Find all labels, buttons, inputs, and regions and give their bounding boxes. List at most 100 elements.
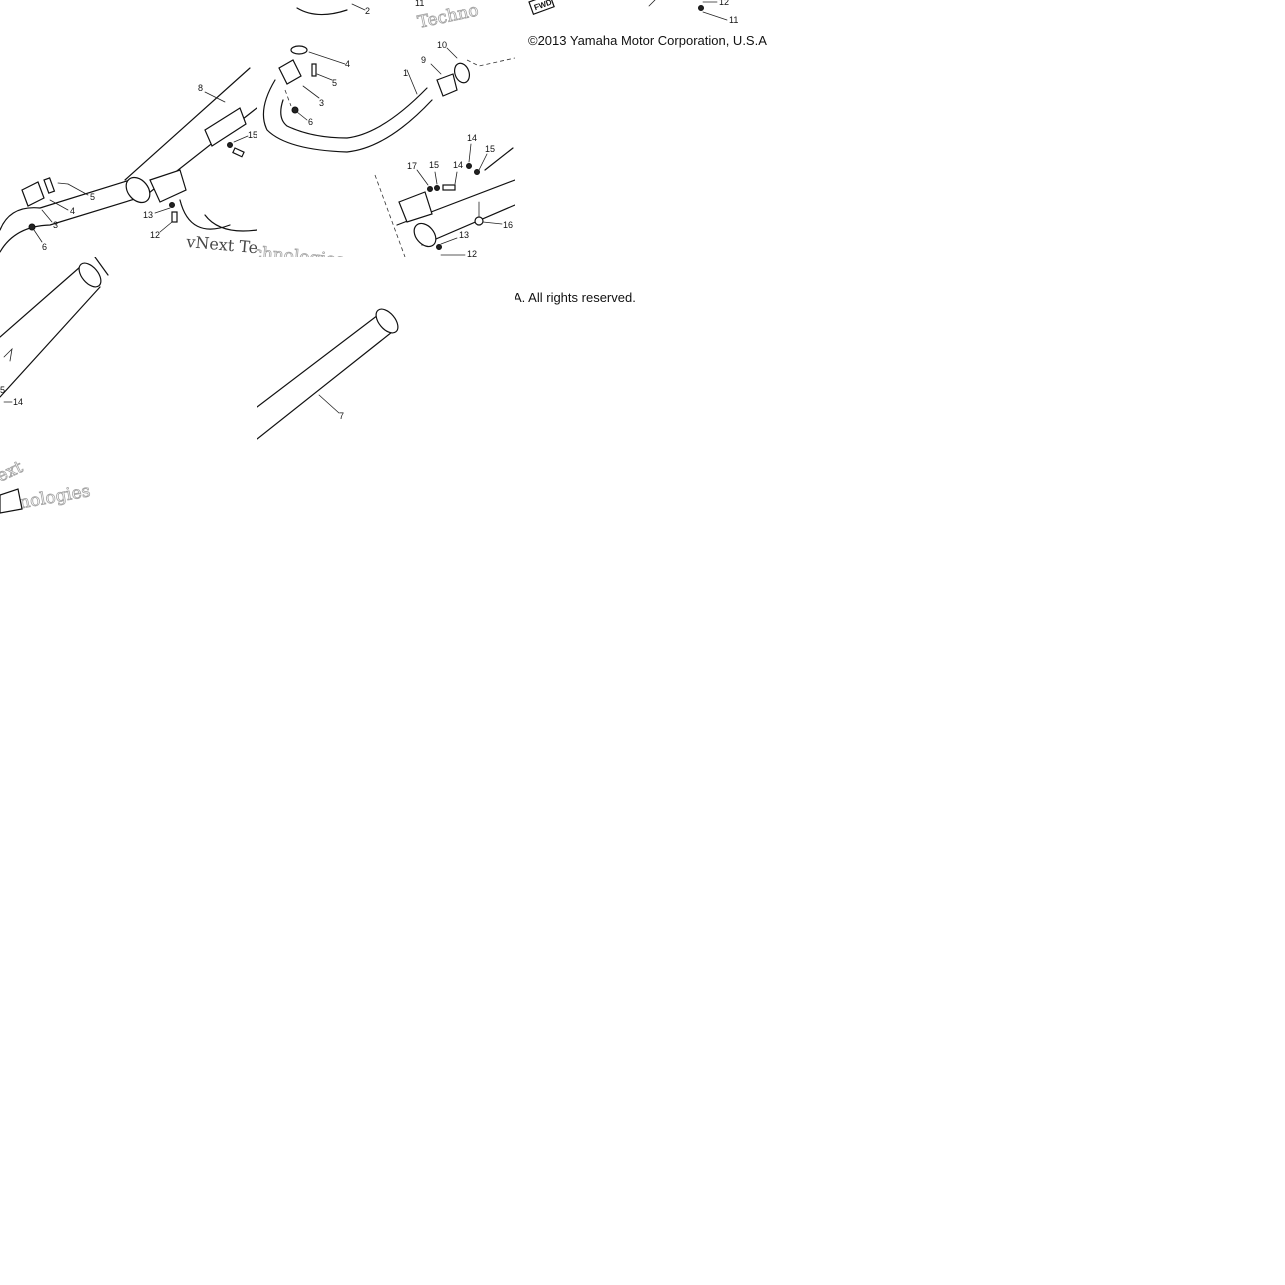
pipe-edge-top [296,7,348,16]
stud-5-left [57,182,69,185]
bolt-14b [442,184,456,191]
leader-12-left [159,221,173,233]
leader-15 [233,135,249,143]
leader-3-center [302,85,320,99]
tail-edge-right [94,257,109,276]
bolt-12-left [171,211,178,223]
callout-5-lower: 5 [0,385,5,395]
muffler-bracket [204,107,247,147]
callout-2: 2 [365,6,370,16]
leader-9 [430,63,442,75]
leader-10 [446,47,458,59]
callout-13-left: 13 [143,210,153,220]
muffler-bracket-center [398,191,433,223]
callout-12-top-right: 12 [719,0,729,7]
callout-15b: 15 [429,160,439,170]
callout-14b: 14 [453,160,463,170]
callout-4-left: 4 [70,206,75,216]
flange-3-center [278,59,302,85]
tail-muffler-bottom [0,286,101,398]
gasket-10 [453,62,471,84]
lower-curve-b [204,214,257,232]
tile-lower-center: 7 [257,257,515,515]
callout-14-lower: 14 [13,397,23,407]
leader-15b [434,171,438,185]
callout-11-top: 11 [415,0,424,8]
clamp-lower-left [0,488,23,514]
leader-4-left [49,199,69,211]
nut-6-left [28,223,36,231]
leader-8 [204,91,226,103]
leader-6-left [33,229,43,243]
callout-12-left: 12 [150,230,160,240]
muffler-inlet [413,222,437,248]
tile-top-strip: 2 11 Techno FWD 12 11 [257,0,772,30]
cap-4-center [290,45,308,55]
leader-7 [318,394,340,414]
lower-center-drawing: 7 [257,308,399,440]
panel-border-left [374,174,406,257]
leader-14b [454,171,458,185]
panel-border-top [466,57,515,67]
callout-5-center: 5 [332,78,337,88]
exhaust-pipe-left-lower [0,179,131,231]
pipe-joint [125,176,151,204]
lower-curve-a [179,199,231,230]
header-pipe-outer [262,79,433,153]
joint-bracket [149,169,187,203]
clamp-9 [436,73,458,97]
tile-lower-left: 5 14 ext chnologies [0,257,257,515]
nut-6-center [291,106,299,114]
muffler-7-bottom [257,331,393,440]
watermark-ext-lower: ext [0,457,26,486]
callout-16: 16 [503,220,513,230]
bolt-15 [232,147,245,158]
center-assembly-drawing: 4 5 3 6 10 9 1 [257,40,515,257]
callout-15a: 15 [485,144,495,154]
lower-left-drawing: 5 14 ext chnologies [0,257,109,515]
nut-top-right [698,5,704,11]
callout-8: 8 [198,83,203,93]
callout-13-center: 13 [459,230,469,240]
watermark-techno: Techno [416,0,481,30]
leader-6-center [296,111,308,121]
callout-14a: 14 [467,133,477,143]
washer-15a [474,169,480,175]
tile-left-assembly: 8 15 5 4 3 6 13 12 [0,30,257,257]
washer-15b [434,185,440,191]
callout-5-left: 5 [90,192,95,202]
leader-1 [406,69,418,95]
grommet-16 [474,216,484,226]
washer-15 [227,142,233,148]
leader-5-center [316,73,333,81]
muffler-7-top [257,311,383,408]
copyright-line-top: ©2013 Yamaha Motor Corporation, U.S.A [528,33,767,48]
tail-muffler-top [0,266,81,338]
leader-5-left [67,183,89,196]
callout-10: 10 [437,40,447,50]
callout-12-center: 12 [467,249,477,257]
callout-4-center: 4 [345,59,350,69]
leader-13-left [154,207,171,214]
leader-3-left [41,209,53,223]
leader-11-top [702,11,728,21]
header-pipe-inner [280,87,428,139]
leader-2 [351,3,366,11]
washer-14a [466,163,472,169]
watermark-technologies-center: chnologies [257,243,345,257]
tail-mark [3,347,13,362]
washer-13-center [436,244,442,250]
muffler-7-cap [375,308,399,334]
bracket-strap [484,147,514,171]
callout-1: 1 [403,68,408,78]
callout-6-center: 6 [308,117,313,127]
washer-17 [427,186,433,192]
tile-center-assembly: 4 5 3 6 10 9 1 [257,30,515,257]
washer-13-left [169,202,175,208]
callout-6-left: 6 [42,242,47,252]
stud-5-center [311,63,317,77]
fwd-badge: FWD [528,0,555,15]
bolt-4-left [43,177,56,194]
callout-7: 7 [339,411,344,421]
